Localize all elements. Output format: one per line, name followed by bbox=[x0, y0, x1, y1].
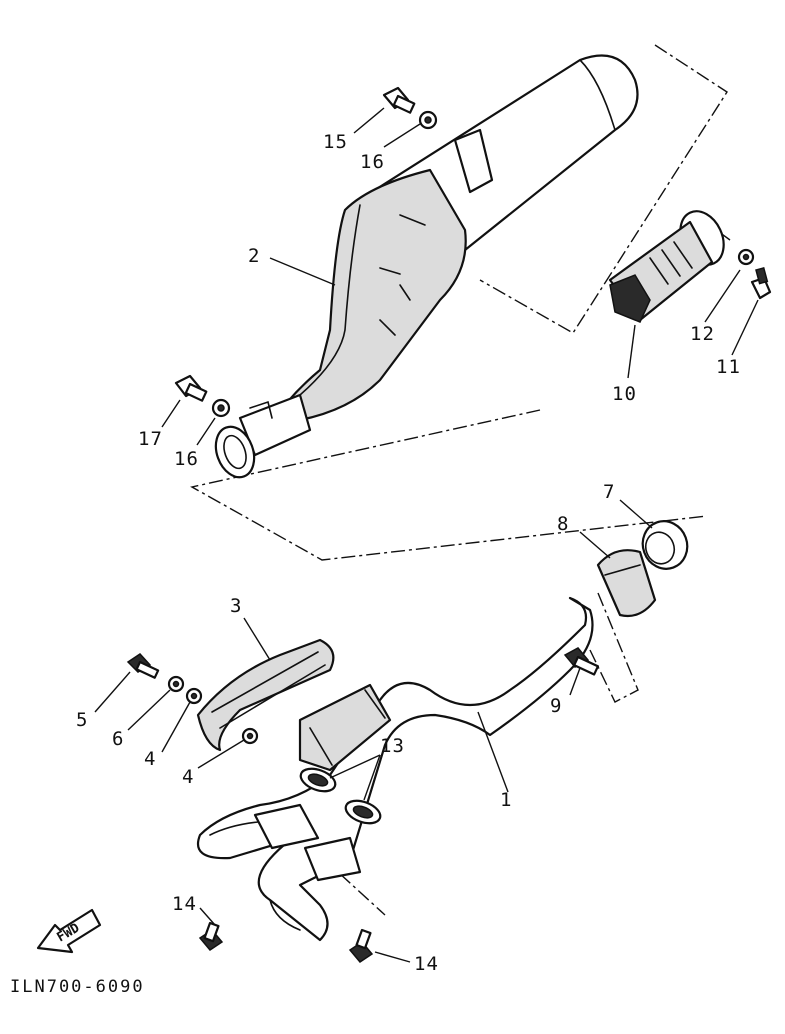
callout-14-right: 14 bbox=[414, 953, 439, 975]
heat-protector-part-3 bbox=[126, 638, 335, 752]
muffler-part-2 bbox=[214, 54, 639, 479]
callout-4-lower: 4 bbox=[182, 766, 194, 788]
callout-11: 11 bbox=[716, 356, 741, 378]
exhaust-pipe-part-1 bbox=[197, 596, 594, 942]
callout-labels: 15 16 2 17 16 10 12 11 7 8 9 3 5 6 4 4 1… bbox=[76, 131, 741, 975]
callout-17: 17 bbox=[138, 428, 163, 450]
callout-8: 8 bbox=[557, 513, 569, 535]
callout-12: 12 bbox=[690, 323, 715, 345]
drawing-code: ILN700-6090 bbox=[10, 977, 145, 997]
callout-4-upper: 4 bbox=[144, 748, 156, 770]
callout-14-left: 14 bbox=[172, 893, 197, 915]
muffler-fasteners bbox=[174, 86, 772, 418]
callout-13: 13 bbox=[380, 735, 405, 757]
callout-16-lower: 16 bbox=[174, 448, 199, 470]
leader-lines bbox=[94, 107, 759, 963]
callout-5: 5 bbox=[76, 709, 88, 731]
callout-6: 6 bbox=[112, 728, 124, 750]
spark-arrester-part-10 bbox=[608, 210, 725, 323]
fwd-direction-marker: FWD bbox=[36, 908, 102, 954]
callout-1: 1 bbox=[500, 789, 512, 811]
callout-3: 3 bbox=[230, 595, 242, 617]
callout-16-top: 16 bbox=[360, 151, 385, 173]
callout-10: 10 bbox=[612, 383, 637, 405]
joint-parts-7-8-9 bbox=[563, 520, 689, 676]
flange-bolts-part-14 bbox=[198, 921, 374, 963]
callout-15: 15 bbox=[323, 131, 348, 153]
callout-2: 2 bbox=[248, 245, 260, 267]
flanges-and-gaskets-part-13 bbox=[253, 767, 382, 882]
callout-9: 9 bbox=[550, 695, 562, 717]
callout-7: 7 bbox=[603, 481, 615, 503]
